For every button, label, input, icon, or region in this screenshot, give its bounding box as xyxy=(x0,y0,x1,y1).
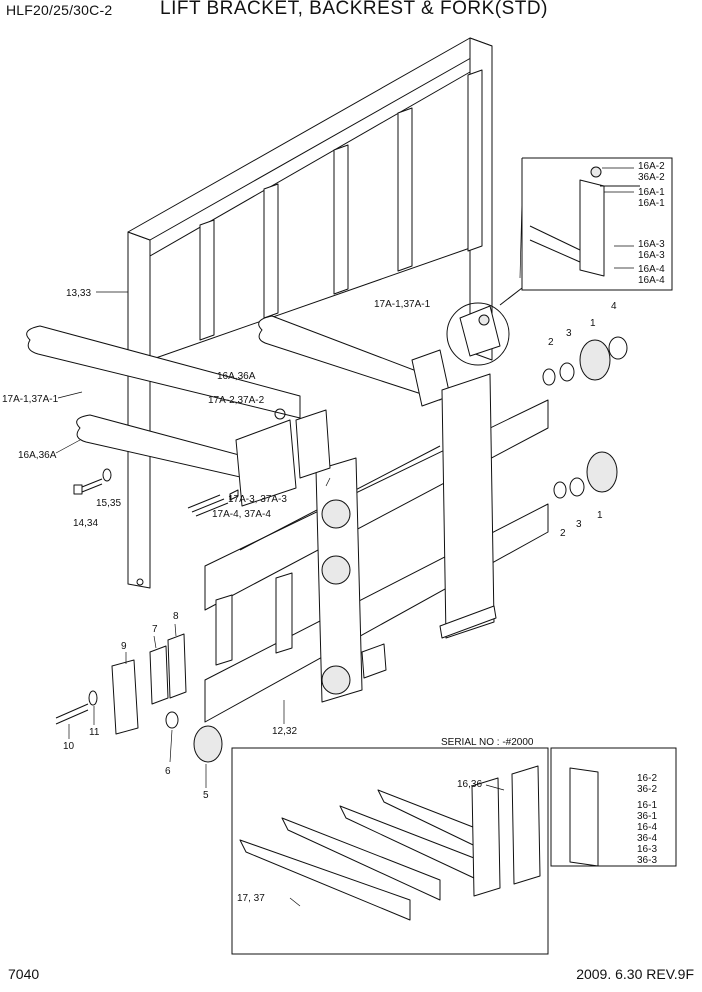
callout-11: 11 xyxy=(89,727,100,738)
callout-36-4: 36-4 xyxy=(637,833,658,844)
callout-36-3: 36-3 xyxy=(637,855,658,866)
callout-12-32: 12,32 xyxy=(272,726,298,737)
callout-16-1: 16-1 xyxy=(637,800,658,811)
left-fork xyxy=(26,325,301,487)
callout-15-35: 15,35 xyxy=(96,498,122,509)
callout-17a4-37a4: 17A-4, 37A-4 xyxy=(212,509,271,520)
leader-lines xyxy=(55,167,634,907)
callout-16-3: 16-3 xyxy=(637,844,658,855)
callout-17a1-37a1-left: 17A-1,37A-1 xyxy=(2,394,59,405)
callout-2-bottom: 2 xyxy=(560,528,566,539)
callout-1-top: 1 xyxy=(590,318,596,329)
callout-2-top: 2 xyxy=(548,337,554,348)
callout-4-top: 4 xyxy=(611,301,617,312)
callout-36-1: 36-1 xyxy=(637,811,658,822)
callout-16a-3-a: 16A-3 xyxy=(638,239,665,250)
callout-17a3-37a3: 17A-3, 37A-3 xyxy=(228,494,287,505)
callout-16a-1-a: 16A-1 xyxy=(638,187,665,198)
callout-16-4: 16-4 xyxy=(637,822,658,833)
callout-17a2-37a2: 17A-2,37A-2 xyxy=(208,395,265,406)
callout-16a-4-b: 16A-4 xyxy=(638,275,665,286)
callout-3-top: 3 xyxy=(566,328,572,339)
callout-8: 8 xyxy=(173,611,179,622)
callout-10: 10 xyxy=(63,741,75,752)
callout-16a-4-a: 16A-4 xyxy=(638,264,665,275)
callout-16a-3-b: 16A-3 xyxy=(638,250,665,261)
callout-17a1-37a1-top: 17A-1,37A-1 xyxy=(374,299,431,310)
callout-13-33: 13,33 xyxy=(66,288,92,299)
fork-lock-detail-top xyxy=(521,157,673,291)
rollers-upper xyxy=(542,336,628,386)
right-fork xyxy=(258,315,451,407)
callout-16-36: 16,36 xyxy=(457,779,483,790)
side-roller-assembly xyxy=(55,633,223,763)
callout-1-bottom: 1 xyxy=(597,510,603,521)
detail-callout xyxy=(446,287,523,366)
callout-17-37: 17, 37 xyxy=(237,893,265,904)
serial-note: SERIAL NO : -#2000 xyxy=(441,737,534,748)
backrest-frame xyxy=(127,37,493,589)
callout-16-2: 16-2 xyxy=(637,773,658,784)
rollers-lower xyxy=(553,451,618,499)
model-number: HLF20/25/30C-2 xyxy=(6,2,113,18)
callout-36a-2: 36A-2 xyxy=(638,172,665,183)
fork-lock-assembly xyxy=(187,408,331,517)
callout-16a-36a-left: 16A,36A xyxy=(18,450,57,461)
callout-14-34: 14,34 xyxy=(73,518,99,529)
callout-16a-1-b: 16A-1 xyxy=(638,198,665,209)
callout-9: 9 xyxy=(121,641,127,652)
callout-6: 6 xyxy=(165,766,171,777)
callout-16a-36a-mid: 16A,36A xyxy=(217,371,256,382)
lift-bracket xyxy=(204,373,549,723)
callout-3-bottom: 3 xyxy=(576,519,582,530)
page-number: 7040 xyxy=(8,966,40,982)
revision-date: 2009. 6.30 REV.9F xyxy=(576,966,694,982)
serial-section xyxy=(231,747,677,955)
page-title: LIFT BRACKET, BACKREST & FORK(STD) xyxy=(160,0,548,19)
bolt-washer-14-15 xyxy=(73,468,112,495)
callout-7: 7 xyxy=(152,624,158,635)
callout-5: 5 xyxy=(203,790,209,801)
callout-16a-2: 16A-2 xyxy=(638,161,665,172)
callout-36-2: 36-2 xyxy=(637,784,658,795)
